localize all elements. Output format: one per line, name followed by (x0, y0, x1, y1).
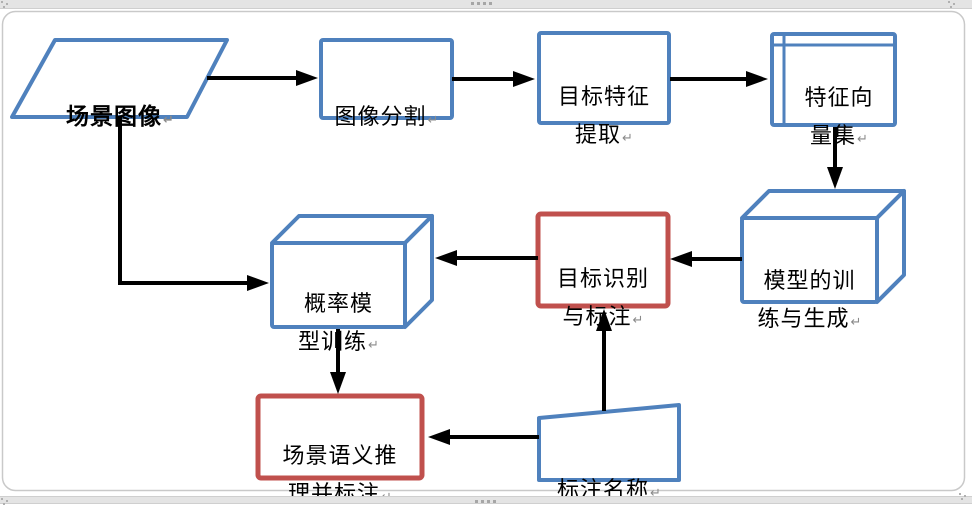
resize-handle-bottom[interactable] (475, 500, 478, 503)
paragraph-mark: ↵ (622, 130, 633, 145)
resize-handle-bottom-left[interactable] (1, 498, 3, 500)
target-feature-extraction-label: 目标特征 提取↵ (557, 84, 650, 147)
paragraph-mark: ↵ (163, 112, 174, 127)
resize-handle-top[interactable] (471, 2, 474, 5)
target-recognition-annotation-label: 目标识别 与标注↵ (556, 266, 649, 329)
resize-handle-top-right[interactable] (948, 1, 950, 3)
cube-front-face (270, 241, 407, 329)
paragraph-mark: ↵ (632, 312, 644, 327)
image-segmentation-label: 图像分割↵ (334, 104, 439, 129)
feature-vector-set-shape[interactable] (770, 32, 897, 127)
scene-semantic-inference-shape[interactable] (255, 393, 425, 481)
page-gutter-top (0, 0, 972, 9)
resize-handle-top-left[interactable] (1, 1, 3, 3)
model-training-generation-label: 模型的训 练与生成↵ (757, 268, 862, 331)
scene-image-label: 场景图像↵ (66, 103, 174, 129)
probability-model-training-shape[interactable] (270, 214, 434, 329)
annotation-name-shape[interactable] (537, 403, 681, 482)
paragraph-mark: ↵ (368, 337, 379, 352)
internal-storage-outline (770, 32, 897, 127)
scene-semantic-inference-label: 场景语义推 理并标注↵ (282, 443, 398, 506)
feature-vector-set-label: 特征向 量集↵ (804, 85, 874, 148)
drawing-canvas-border[interactable] (1, 10, 966, 492)
page-gutter-bottom (0, 496, 972, 504)
resize-handle-bottom-right[interactable] (959, 493, 961, 495)
paragraph-mark: ↵ (427, 112, 439, 127)
probability-model-training-label: 概率模 型训练↵ (298, 291, 379, 354)
scene-image-shape[interactable] (10, 38, 229, 119)
paragraph-mark: ↵ (850, 314, 862, 329)
target-feature-extraction-shape[interactable] (537, 31, 671, 125)
paragraph-mark: ↵ (857, 131, 868, 146)
model-training-generation-shape[interactable] (740, 189, 906, 304)
paragraph-mark: ↵ (650, 485, 661, 500)
edge-scene-image-to-probability-training[interactable] (118, 117, 269, 291)
